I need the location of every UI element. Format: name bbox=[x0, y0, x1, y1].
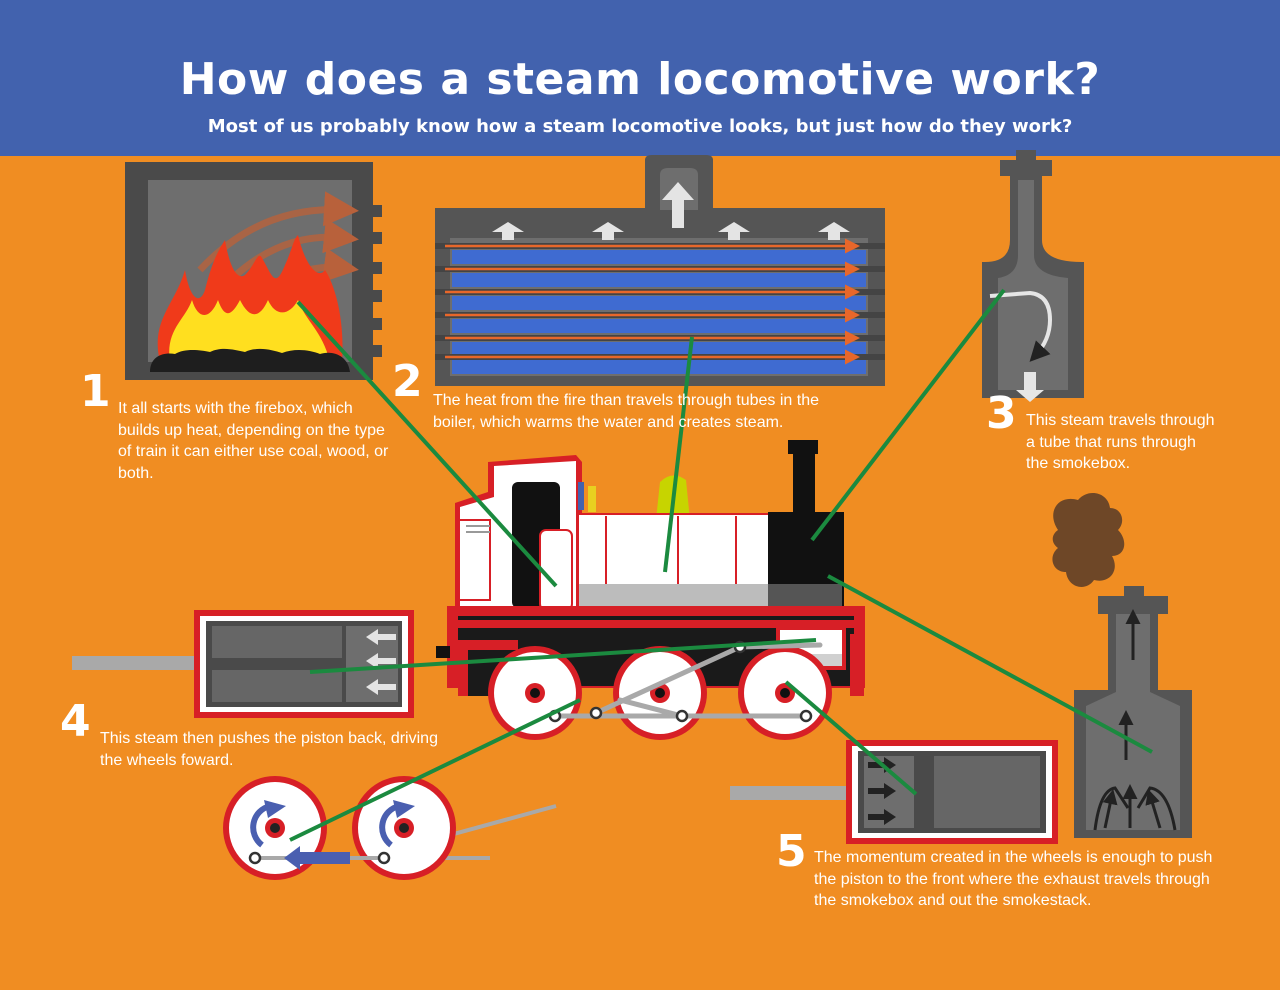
step-4-caption: This steam then pushes the piston back, … bbox=[100, 730, 438, 769]
driving-wheels bbox=[488, 646, 832, 740]
down-arrow-icon bbox=[1016, 372, 1044, 402]
piston-cylinder-rear bbox=[72, 610, 414, 718]
up-arrow-icon bbox=[492, 182, 850, 240]
page-subtitle: Most of us probably know how a steam loc… bbox=[207, 116, 1073, 137]
page-title: How does a steam locomotive work? bbox=[179, 54, 1101, 105]
step-2-caption: The heat from the fire than travels thro… bbox=[433, 392, 819, 431]
boiler-illustration bbox=[435, 155, 885, 386]
step-3-caption: This steam travels through a tube that r… bbox=[1026, 412, 1215, 472]
left-arrow-icon bbox=[284, 846, 350, 870]
step-5-caption: The momentum created in the wheels is en… bbox=[814, 849, 1213, 909]
header-banner: How does a steam locomotive work? Most o… bbox=[0, 0, 1280, 156]
smoke-cloud bbox=[1052, 493, 1125, 587]
leader-lines bbox=[289, 288, 1153, 842]
heat-tubes bbox=[445, 238, 860, 365]
step-4-number: 4 bbox=[60, 696, 91, 747]
chimney bbox=[788, 440, 818, 454]
smokebox-steam-pipe bbox=[982, 150, 1084, 402]
flame-icon bbox=[157, 235, 343, 362]
step-3-number: 3 bbox=[986, 388, 1017, 439]
firebox-tube-stubs bbox=[352, 205, 382, 357]
step-5-number: 5 bbox=[776, 826, 807, 877]
piston-cylinder-front bbox=[730, 740, 1058, 844]
clockwise-arrow-icon bbox=[250, 800, 415, 848]
boiler-water bbox=[452, 250, 866, 374]
step-1-number: 1 bbox=[80, 366, 111, 417]
step-1-caption: It all starts with the firebox, which bu… bbox=[118, 400, 389, 482]
coal-pile bbox=[150, 348, 350, 372]
locomotive-illustration bbox=[436, 440, 865, 740]
step-2-number: 2 bbox=[392, 356, 423, 407]
firebox-illustration bbox=[125, 162, 382, 380]
wheel-rotation-detail bbox=[223, 776, 557, 880]
smokestack-illustration bbox=[1052, 493, 1192, 838]
left-arrow-icon bbox=[366, 629, 396, 695]
